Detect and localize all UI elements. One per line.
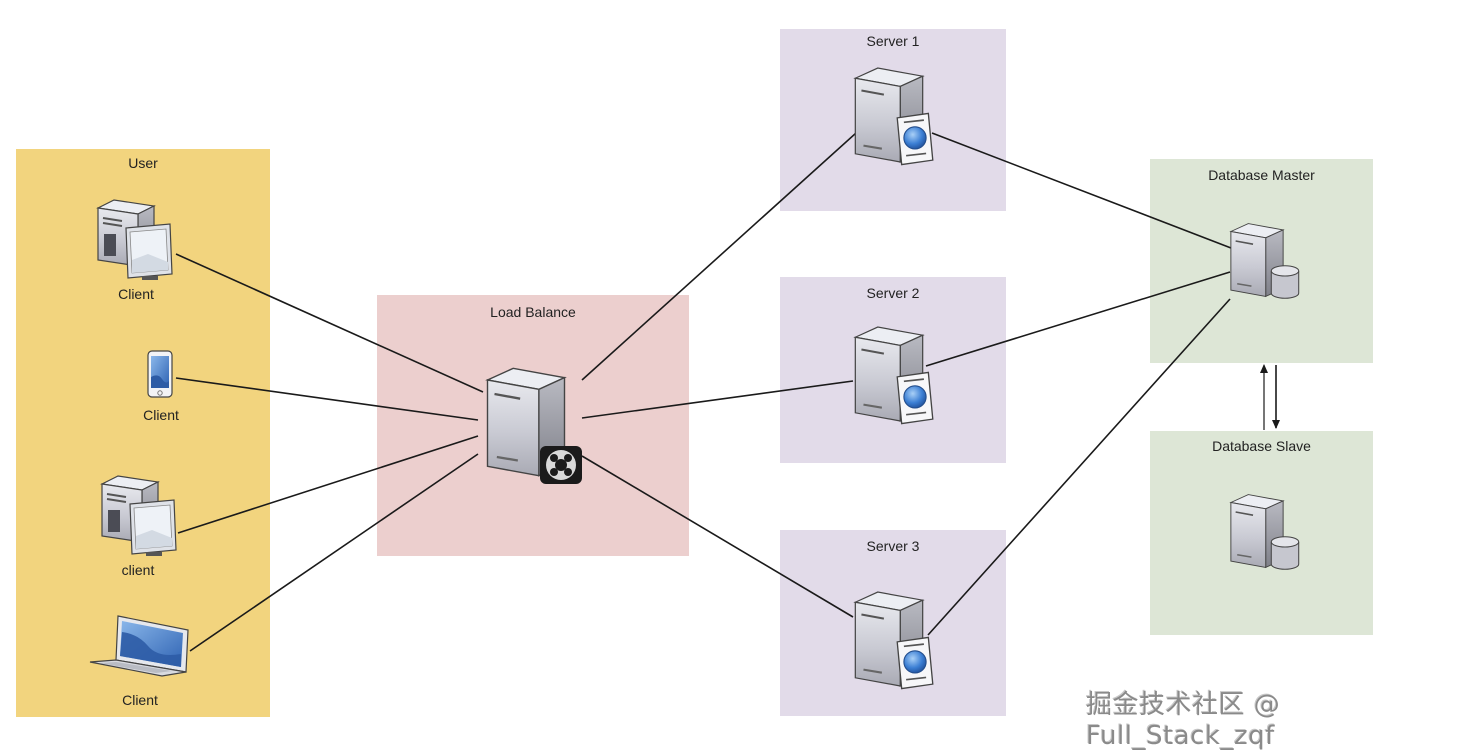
link-client-3-to-load-balancer	[177, 435, 479, 534]
link-client-1-to-load-balancer	[175, 253, 484, 393]
client-3[interactable]: client	[100, 474, 184, 578]
server-1[interactable]	[853, 66, 937, 174]
database-server-icon	[1230, 493, 1300, 570]
client-2[interactable]: Client	[143, 349, 179, 423]
web-server-icon	[854, 591, 934, 690]
link-load-balancer-to-server-3	[581, 455, 854, 618]
watermark: 掘金技术社区 @ Full_Stack_zqf	[1086, 690, 1281, 751]
database-master-group-title: Database Master	[1208, 167, 1315, 183]
load-balancer[interactable]	[482, 366, 584, 486]
desktop-computer-icon	[100, 475, 177, 556]
link-client-2-to-load-balancer	[175, 377, 479, 421]
db-slave[interactable]	[1229, 493, 1303, 573]
desktop-computer-icon	[96, 199, 173, 280]
client-4[interactable]: Client	[88, 612, 192, 708]
link-client-4-to-load-balancer	[189, 453, 479, 652]
client-1[interactable]: Client	[96, 198, 180, 302]
user-group-title: User	[128, 155, 158, 171]
client-3-label: client	[121, 562, 155, 578]
db-master[interactable]	[1229, 222, 1303, 302]
laptop-icon	[89, 615, 189, 677]
server-1-group-title: Server 1	[866, 33, 920, 49]
link-server-3-to-db-master	[927, 298, 1231, 636]
link-server-1-to-db-master	[931, 132, 1232, 249]
web-server-icon	[854, 67, 934, 166]
client-4-label: Client	[122, 692, 158, 708]
server-2[interactable]	[853, 325, 937, 433]
server-2-group-title: Server 2	[866, 285, 920, 301]
web-server-icon	[854, 326, 934, 425]
link-load-balancer-to-server-2	[581, 380, 854, 419]
server-3-group-title: Server 3	[866, 538, 920, 554]
database-slave-group-title: Database Slave	[1212, 438, 1311, 454]
client-1-label: Client	[118, 286, 154, 302]
load-balancer-server-icon	[486, 367, 582, 484]
database-server-icon	[1230, 222, 1300, 299]
connection-links	[175, 123, 1280, 652]
client-2-label: Client	[143, 407, 179, 423]
link-server-2-to-db-master	[925, 271, 1231, 367]
tablet-icon	[147, 350, 173, 398]
load-balance-group-title: Load Balance	[490, 304, 576, 320]
server-3[interactable]	[853, 590, 937, 698]
link-load-balancer-to-server-1	[581, 123, 867, 381]
